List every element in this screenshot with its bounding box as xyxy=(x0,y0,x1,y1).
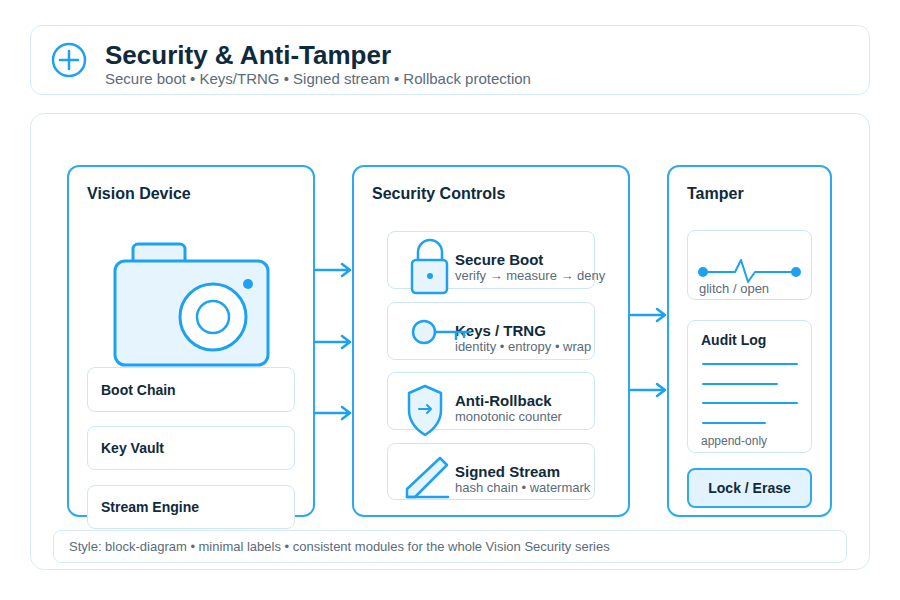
node-title: Key Vault xyxy=(101,440,164,456)
control-box: Secure Bootverify → measure → deny xyxy=(387,231,595,289)
node-detail: append-only xyxy=(701,434,767,448)
node-title: Anti-Rollback xyxy=(455,392,594,409)
node-title: Secure Boot xyxy=(455,251,594,268)
node-title: Lock / Erase xyxy=(708,480,791,496)
glitch-waveform xyxy=(699,260,800,282)
node-detail: hash chain • watermark xyxy=(455,480,594,495)
control-box: Anti-Rollbackmonotonic counter xyxy=(387,372,595,430)
control-box: Keys / TRNGidentity • entropy • wrap xyxy=(387,302,595,360)
log-lines xyxy=(703,364,797,423)
control-box: Signed Streamhash chain • watermark xyxy=(387,443,595,500)
plus-icon xyxy=(53,44,85,76)
flow-arrow xyxy=(315,264,350,276)
node-title: Signed Stream xyxy=(455,463,594,480)
flow-arrow xyxy=(630,309,665,321)
shield-icon xyxy=(409,386,441,435)
node-detail: monotonic counter xyxy=(455,409,594,424)
log-box: Audit Log append-only xyxy=(687,320,812,453)
flow-arrow xyxy=(630,384,665,396)
node-title: glitch / open xyxy=(699,281,769,296)
sensor-box: glitch / open xyxy=(687,230,812,300)
node-title: Stream Engine xyxy=(101,499,199,515)
controls-panel: Security ControlsSecure Bootverify → mea… xyxy=(352,165,630,517)
subtitle-label: Secure boot • Keys/TRNG • Signed stream … xyxy=(105,70,531,87)
diagram-title: Security & Anti-Tamper xyxy=(105,40,391,70)
node-detail: identity • entropy • wrap xyxy=(455,339,594,354)
device-panel: Vision DeviceBoot ChainKey VaultStream E… xyxy=(67,165,315,517)
lock-icon xyxy=(412,240,447,293)
tamper-panel: Tamper glitch / openAudit Log append-onlyL… xyxy=(667,165,832,517)
node-detail: verify → measure → deny xyxy=(455,268,594,283)
node-title: Boot Chain xyxy=(101,382,176,398)
node-title: Style: block-diagram • minimal labels • … xyxy=(69,539,610,554)
node-title: Security Controls xyxy=(372,185,505,203)
node-title: Keys / TRNG xyxy=(455,322,594,339)
camera-illustration xyxy=(115,244,268,365)
module-box: Stream Engine xyxy=(87,485,295,529)
pen-icon xyxy=(407,458,448,497)
key-icon xyxy=(413,321,470,343)
node-title: Audit Log xyxy=(701,332,766,348)
action-box: Lock / Erase xyxy=(687,468,812,508)
module-box: Boot Chain xyxy=(87,367,295,412)
flow-arrow xyxy=(315,336,350,348)
module-box: Key Vault xyxy=(87,426,295,470)
node-title: Vision Device xyxy=(87,185,191,203)
style-note-box: Style: block-diagram • minimal labels • … xyxy=(53,530,847,563)
node-title: Tamper xyxy=(687,185,744,203)
flow-arrow xyxy=(315,407,350,419)
